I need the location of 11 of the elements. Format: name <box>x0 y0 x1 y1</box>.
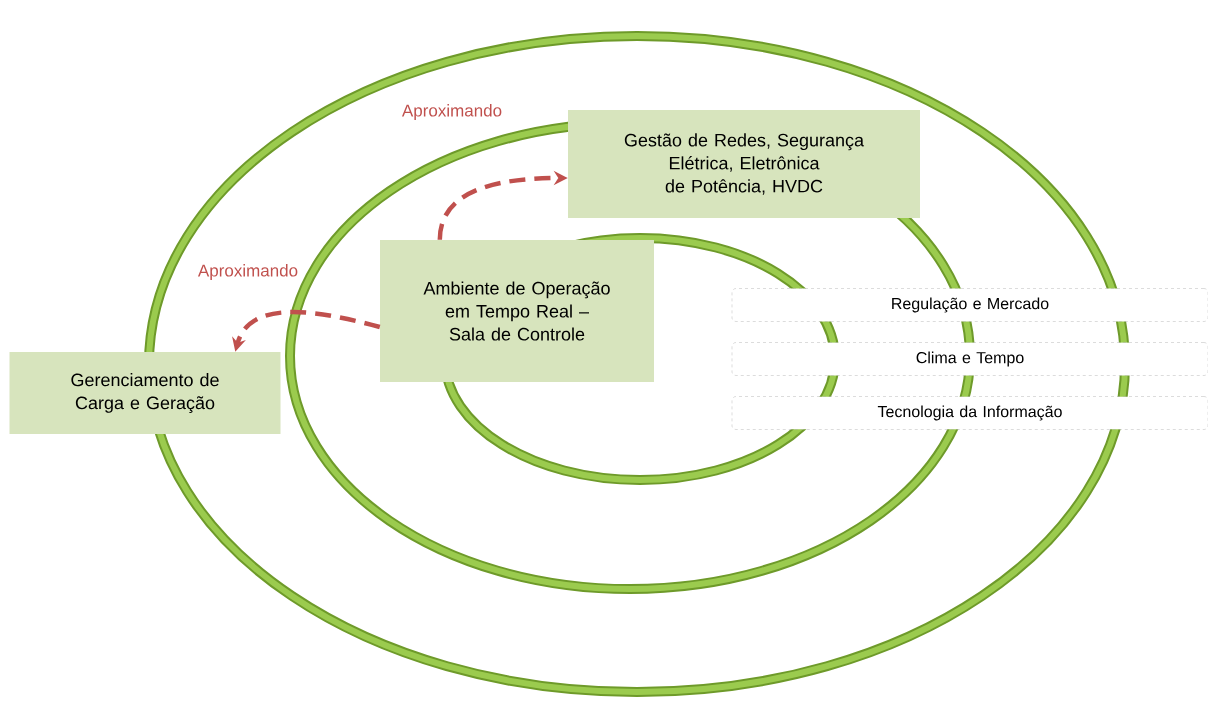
node-label: Clima e Tempo <box>916 351 1024 367</box>
edge-label: Aproximando <box>401 104 502 120</box>
node-label: Regulação e Mercado <box>892 297 1049 313</box>
label-bar: Regulação e Mercado <box>731 288 1208 322</box>
node-label: Tecnologia da Informação <box>877 405 1062 421</box>
label-bar: Clima e Tempo <box>731 342 1208 376</box>
label-bar: Tecnologia da Informação <box>731 396 1208 430</box>
text-box: Gerenciamento de Carga e Geração <box>9 352 281 434</box>
text-box: Gestão de Redes, Segurança Elétrica, Eletrônica de Potência, HVDC <box>568 110 920 218</box>
text-box: Ambiente de Operação em Tempo Real – Sala de Controle <box>380 240 654 382</box>
edge-label: Aproximando <box>197 264 298 280</box>
